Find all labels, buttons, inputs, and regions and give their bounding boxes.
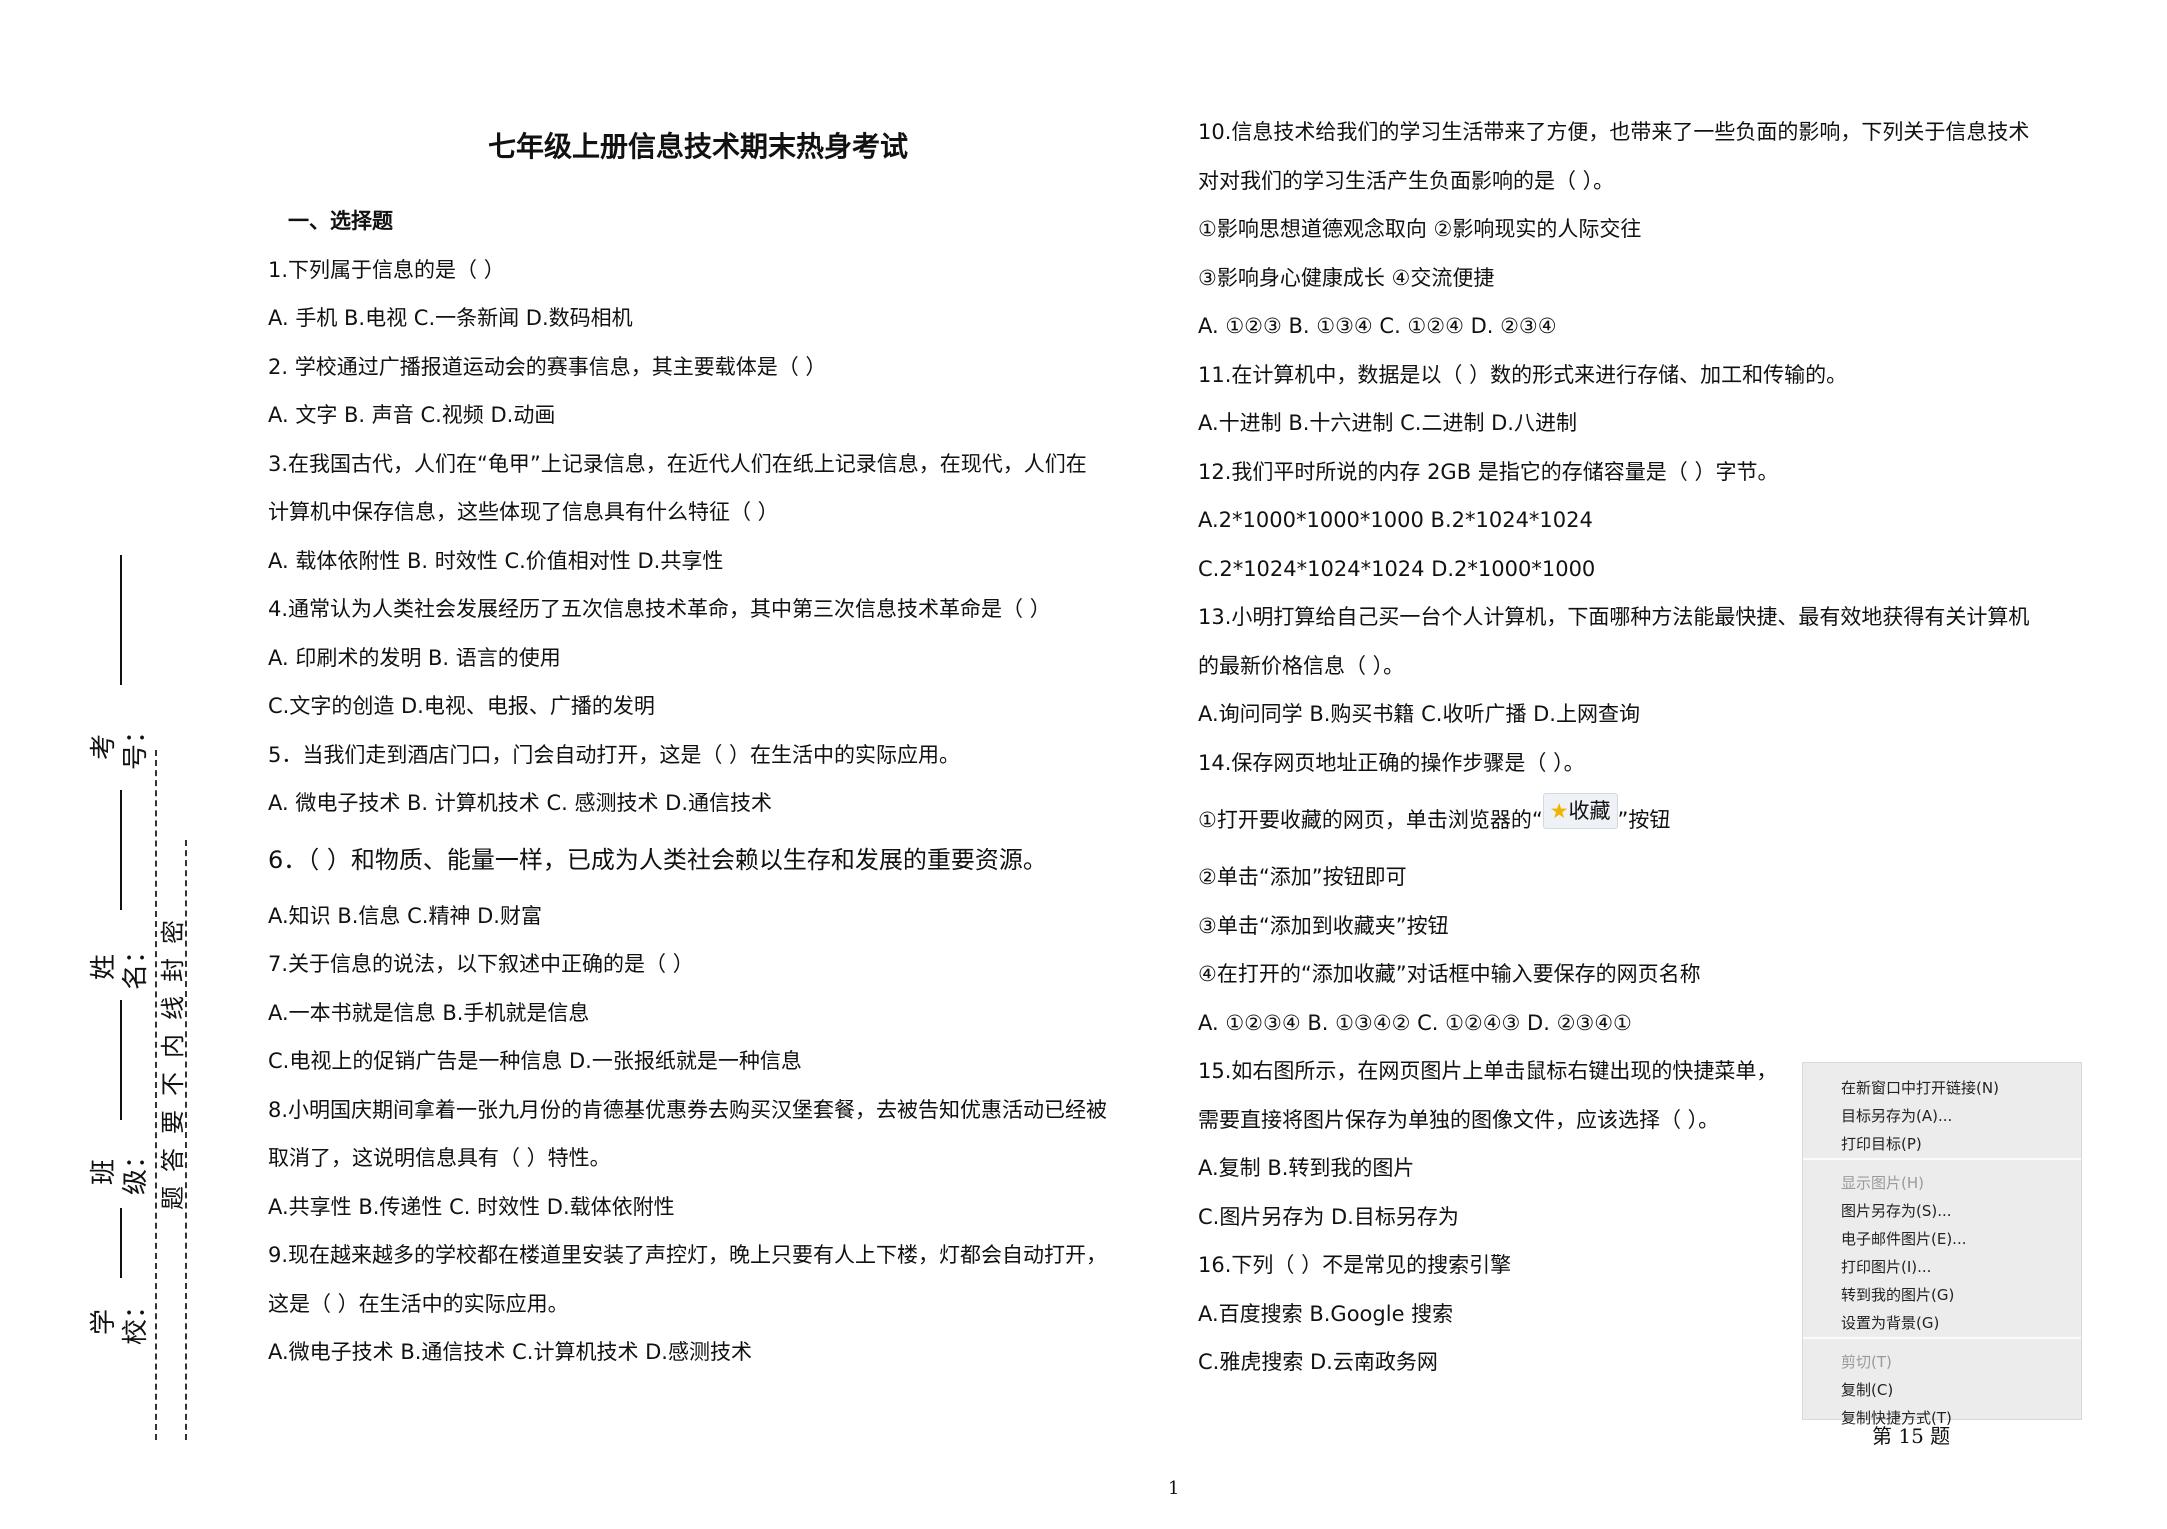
seal-notice: 密封线内不要答题 — [159, 910, 187, 1220]
context-menu-item: 复制(C) — [1841, 1381, 1894, 1400]
class-blank-line — [120, 1000, 122, 1120]
context-menu-item: 在新窗口中打开链接(N) — [1841, 1079, 1999, 1097]
star-plus-icon: ★ — [1549, 799, 1569, 823]
seal-char: 答 — [159, 1148, 187, 1172]
context-menu-image: 在新窗口中打开链接(N) 目标另存为(A)... 打印目标(P) 显示图片(H) 图片另… — [1802, 1062, 2082, 1427]
section-heading: 一、选择题 — [288, 209, 393, 233]
question-line: A. ①②③④ B. ①③④② C. ①②④③ D. ②③④① — [1198, 1010, 1632, 1035]
left-questions-part1: 1.下列属于信息的是（ ） A. 手机 B.电视 C.一条新闻 D.数码相机 2.… — [268, 246, 1168, 828]
right-column: 10.信息技术给我们的学习生活带来了方便，也带来了一些负面的影响，下列关于信息技… — [1198, 108, 2098, 1387]
left-questions-part2: A.知识 B.信息 C.精神 D.财富 7.关于信息的说法，以下叙述中正确的是（ … — [268, 892, 1168, 1377]
question-line: 9.现在越来越多的学校都在楼道里安装了声控灯，晚上只要有人上下楼，灯都会自动打开… — [268, 1243, 1108, 1267]
seal-char: 不 — [159, 1072, 187, 1096]
seal-dashed-line-outer — [155, 750, 157, 1440]
question-line: 13.小明打算给自己买一台个人计算机，下面哪种方法能最快捷、最有效地获得有关计算… — [1198, 605, 2030, 629]
question-line: ③单击“添加到收藏夹”按钮 — [1198, 913, 1449, 938]
question-line: A.共享性 B.传递性 C. 时效性 D.载体依附性 — [268, 1194, 675, 1219]
context-menu-item: 打印目标(P) — [1841, 1135, 1922, 1153]
question-line: 对对我们的学习生活产生负面影响的是（ ）。 — [1198, 168, 1615, 193]
question-line: 5．当我们走到酒店门口，门会自动打开，这是（ ）在生活中的实际应用。 — [268, 742, 961, 767]
context-menu-item: 设置为背景(G) — [1841, 1314, 1940, 1333]
seal-char: 密 — [159, 920, 187, 944]
left-column: 一、选择题 1.下列属于信息的是（ ） A. 手机 B.电视 C.一条新闻 D.… — [268, 133, 1168, 1377]
question-line: 15.如右图所示，在网页图片上单击鼠标右键出现的快捷菜单， — [1198, 1059, 1778, 1083]
seal-char: 封 — [159, 958, 187, 982]
question-line: 4.通常认为人类社会发展经历了五次信息技术革命，其中第三次信息技术革命是（ ） — [268, 597, 1051, 621]
question-6: 6．（ ）和物质、能量一样，已成为人类社会赖以生存和发展的重要资源。 — [268, 845, 1047, 874]
question-line: A.询问同学 B.购买书籍 C.收听广播 D.上网查询 — [1198, 702, 1640, 726]
seal-char: 内 — [159, 1034, 187, 1058]
school-field-label: 学 校： — [89, 1292, 151, 1345]
question-line: 8.小明国庆期间拿着一张九月份的肯德基优惠券去购买汉堡套餐，去被告知优惠活动已经… — [268, 1097, 1108, 1122]
question-line: A. 微电子技术 B. 计算机技术 C. 感测技术 D.通信技术 — [268, 791, 772, 815]
question-line: 14.保存网页地址正确的操作步骤是（ ）。 — [1198, 750, 1585, 775]
number-blank-line — [120, 555, 122, 685]
context-menu-separator — [1803, 1337, 2081, 1340]
question-line: A. 载体依附性 B. 时效性 C.价值相对性 D.共享性 — [268, 548, 724, 573]
context-menu-item: 目标另存为(A)... — [1841, 1107, 1953, 1125]
name-field-label: 姓 名： — [89, 937, 151, 990]
class-field-label: 班 级： — [89, 1142, 151, 1195]
question-line: A.十进制 B.十六进制 C.二进制 D.八进制 — [1198, 411, 1577, 435]
question-line: 12.我们平时所说的内存 2GB 是指它的存储容量是（ ）字节。 — [1198, 459, 1779, 484]
question-line: 计算机中保存信息，这些体现了信息具有什么特征（ ） — [268, 500, 779, 524]
question-line: A. 印刷术的发明 B. 语言的使用 — [268, 645, 561, 670]
question-line: A.一本书就是信息 B.手机就是信息 — [268, 1000, 590, 1025]
question-line: 11.在计算机中，数据是以（ ）数的形式来进行存储、加工和传输的。 — [1198, 362, 1848, 387]
question-line: ③影响身心健康成长 ④交流便捷 — [1198, 265, 1495, 290]
question-line: A.复制 B.转到我的图片 — [1198, 1156, 1415, 1180]
context-menu-item: 图片另存为(S)... — [1841, 1202, 1952, 1221]
question-line: 7.关于信息的说法，以下叙述中正确的是（ ） — [268, 952, 694, 976]
question-line: 1.下列属于信息的是（ ） — [268, 257, 505, 282]
name-blank-line — [120, 790, 122, 910]
context-menu-item: 显示图片(H) — [1841, 1174, 1924, 1193]
seal-char: 要 — [159, 1110, 187, 1134]
seal-dashed-line-inner — [185, 840, 187, 1440]
question-line: 取消了，这说明信息具有（ ）特性。 — [268, 1146, 611, 1170]
favorite-button-image: ★收藏 — [1542, 793, 1618, 829]
right-questions-part2: ②单击“添加”按钮即可 ③单击“添加到收藏夹”按钮 ④在打开的“添加收藏”对话框中输… — [1198, 853, 2098, 1387]
context-menu-item: 电子邮件图片(E)... — [1841, 1230, 1967, 1249]
question-line: C.雅虎搜索 D.云南政务网 — [1198, 1350, 1438, 1374]
question-line: 10.信息技术给我们的学习生活带来了方便，也带来了一些负面的影响，下列关于信息技… — [1198, 120, 2030, 144]
question-line: C.电视上的促销广告是一种信息 D.一张报纸就是一种信息 — [268, 1049, 802, 1073]
q14-step1: ①打开要收藏的网页，单击浏览器的“★收藏”按钮 — [1198, 787, 2098, 853]
right-questions-part1: 10.信息技术给我们的学习生活带来了方便，也带来了一些负面的影响，下列关于信息技… — [1198, 108, 2098, 787]
question-line: ④在打开的“添加收藏”对话框中输入要保存的网页名称 — [1198, 962, 1701, 986]
question-line: ②单击“添加”按钮即可 — [1198, 865, 1407, 889]
question-line: 这是（ ）在生活中的实际应用。 — [268, 1291, 569, 1316]
question-line: C.2*1024*1024*1024 D.2*1000*1000 — [1198, 556, 1596, 581]
question-line: 需要直接将图片保存为单独的图像文件，应该选择（ ）。 — [1198, 1107, 1720, 1132]
question-line: A. 文字 B. 声音 C.视频 D.动画 — [268, 403, 556, 427]
question-line: 的最新价格信息（ ）。 — [1198, 653, 1405, 678]
context-menu-item: 打印图片(I)... — [1841, 1258, 1932, 1277]
question-line: A.2*1000*1000*1000 B.2*1024*1024 — [1198, 508, 1593, 532]
question-line: A.百度搜索 B.Google 搜索 — [1198, 1301, 1454, 1326]
exam-title: 七年级上册信息技术期末热身考试 — [487, 130, 908, 163]
menu-caption: 第 15 题 — [1872, 1424, 1951, 1448]
question-line: A. 手机 B.电视 C.一条新闻 D.数码相机 — [268, 306, 633, 330]
seal-char: 题 — [159, 1186, 187, 1210]
question-line: A. ①②③ B. ①③④ C. ①②④ D. ②③④ — [1198, 314, 1557, 338]
school-blank-line — [120, 1208, 122, 1278]
context-menu-item: 复制快捷方式(T) — [1841, 1409, 1952, 1428]
number-field-label: 考 号： — [89, 717, 151, 770]
question-line: A.微电子技术 B.通信技术 C.计算机技术 D.感测技术 — [268, 1340, 752, 1364]
question-line: 3.在我国古代，人们在“龟甲”上记录信息，在近代人们在纸上记录信息，在现代，人们… — [268, 451, 1087, 476]
question-line: ①影响思想道德观念取向 ②影响现实的人际交往 — [1198, 217, 1642, 241]
question-line: 16.下列（ ）不是常见的搜索引擎 — [1198, 1253, 1512, 1277]
context-menu-item: 转到我的图片(G) — [1841, 1286, 1955, 1305]
question-line: A.知识 B.信息 C.精神 D.财富 — [268, 903, 542, 928]
question-line: 2. 学校通过广播报道运动会的赛事信息，其主要载体是（ ） — [268, 354, 827, 379]
question-line: C.文字的创造 D.电视、电报、广播的发明 — [268, 694, 655, 718]
page-number: 1 — [1168, 1478, 1180, 1499]
question-line: C.图片另存为 D.目标另存为 — [1198, 1204, 1459, 1229]
seal-char: 线 — [159, 996, 187, 1020]
context-menu-item: 剪切(T) — [1841, 1353, 1892, 1372]
context-menu-separator — [1803, 1158, 2081, 1161]
